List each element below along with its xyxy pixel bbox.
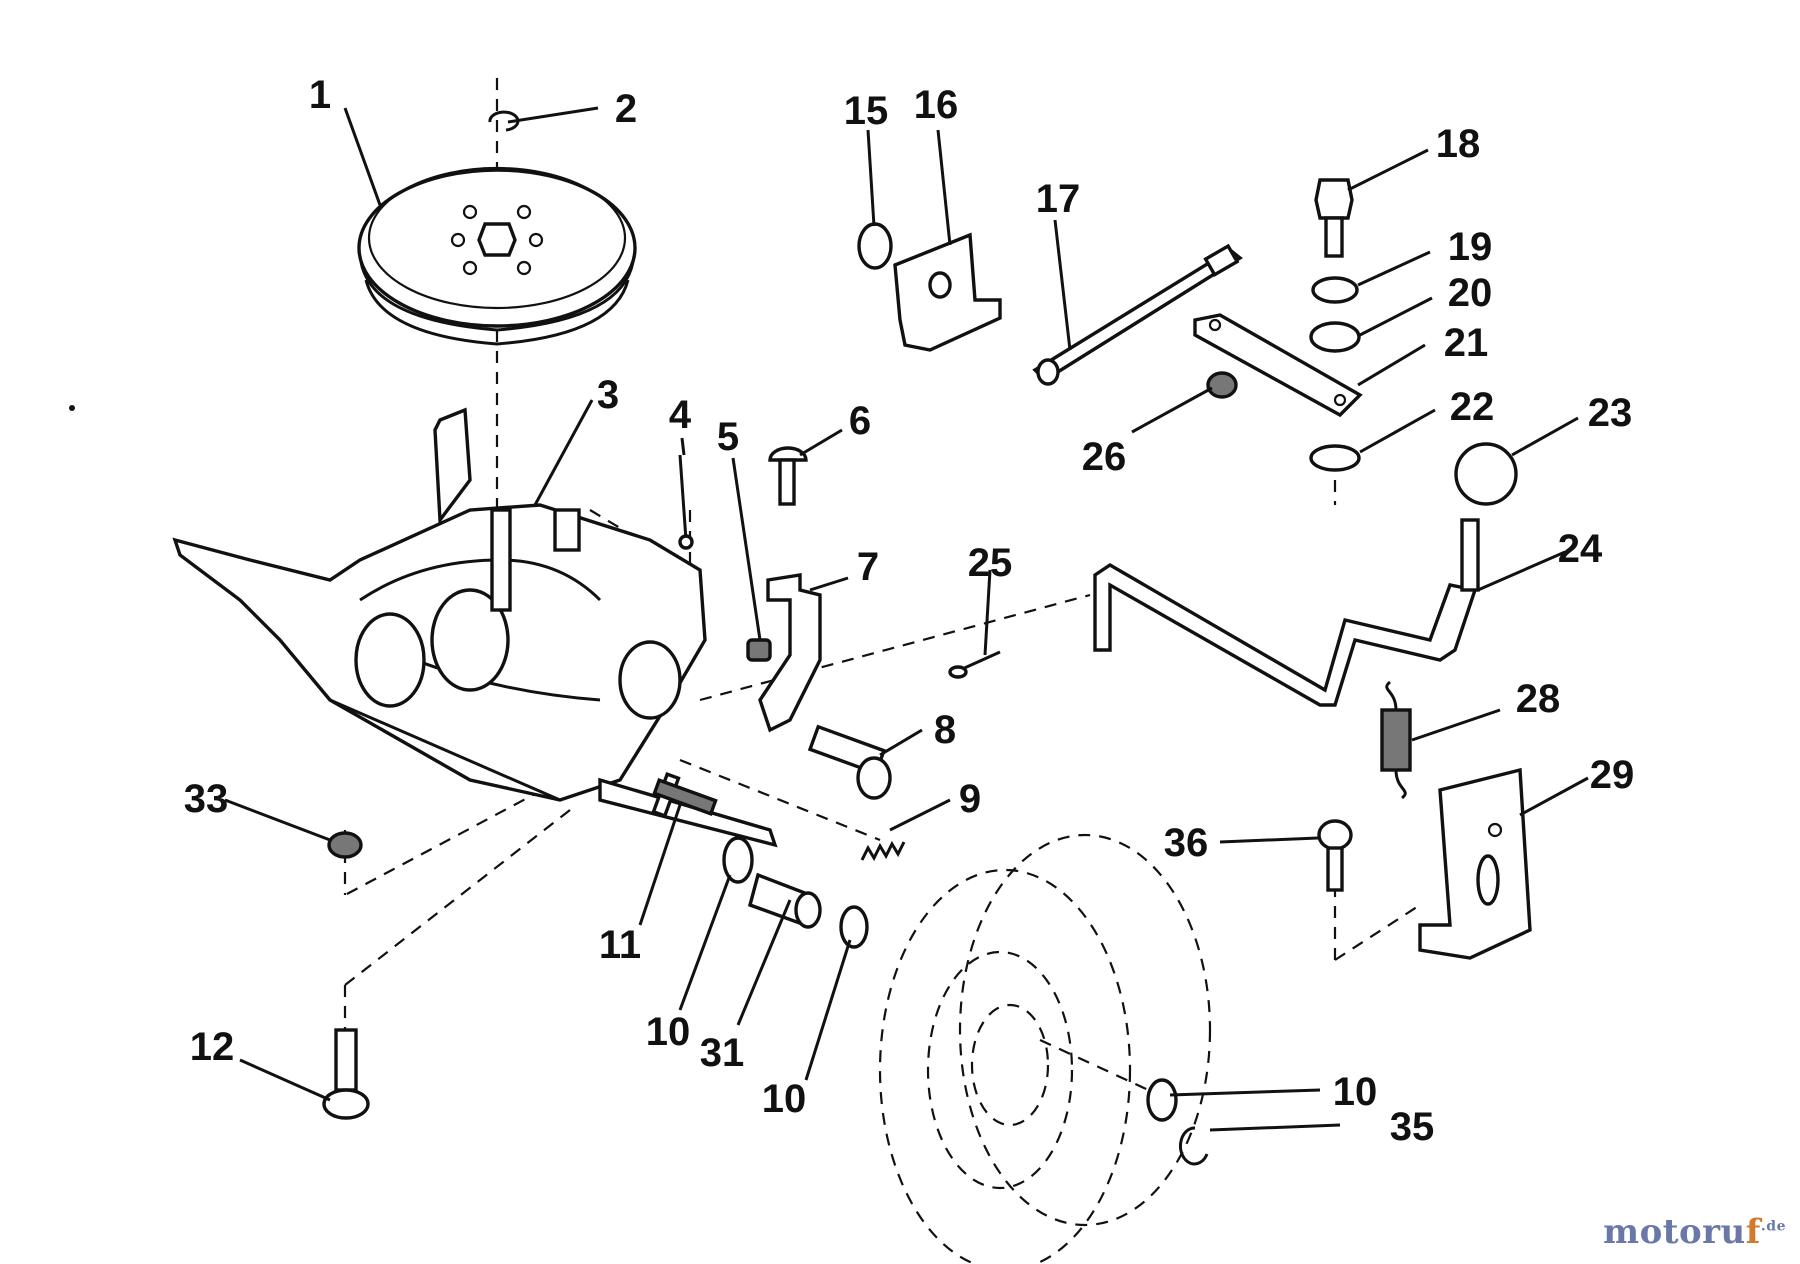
callout-28: 28 (1516, 677, 1561, 721)
e-clip (488, 110, 520, 132)
callout-10c: 10 (1333, 1070, 1378, 1114)
washer-19 (1311, 276, 1359, 304)
rear-wheel (878, 833, 1212, 1264)
carriage-bolt-6 (768, 446, 808, 506)
shift-lever-24 (1093, 518, 1480, 707)
speck (69, 405, 75, 411)
callout-26: 26 (1082, 435, 1127, 479)
bolt-12 (322, 1028, 370, 1120)
bracket-16 (893, 232, 1002, 352)
lockwasher-20 (1309, 321, 1361, 353)
bolt-36 (1317, 819, 1353, 892)
nut-26 (1206, 371, 1238, 399)
callout-16: 16 (914, 83, 959, 127)
callout-20: 20 (1448, 271, 1493, 315)
callout-36: 36 (1164, 821, 1209, 865)
washer-15 (857, 222, 893, 270)
washer-10a (722, 836, 754, 884)
callout-29: 29 (1590, 753, 1635, 797)
cotter-pin-25 (948, 650, 1001, 679)
watermark-accent: f (1745, 1212, 1761, 1252)
link-21 (1193, 313, 1363, 418)
washer-10c (1146, 1078, 1178, 1122)
shoulder-bolt-8 (807, 724, 892, 800)
callout-8: 8 (934, 708, 956, 752)
washer-22 (1309, 444, 1361, 472)
callout-10b: 10 (762, 1077, 807, 1121)
callout-15: 15 (844, 89, 889, 133)
bracket-7 (758, 573, 822, 733)
callout-4: 4 (669, 393, 692, 437)
nut-5 (746, 638, 772, 662)
callout-17: 17 (1036, 177, 1081, 221)
callout-19: 19 (1448, 225, 1493, 269)
callout-23: 23 (1588, 391, 1633, 435)
callout-5: 5 (717, 415, 739, 459)
callout-2: 2 (615, 87, 637, 131)
callout-22: 22 (1450, 385, 1495, 429)
callout-labels: 1 2 3 4 5 6 7 8 9 11 10 31 10 10 35 12 3… (184, 73, 1635, 1149)
watermark-prefix: motoru (1603, 1212, 1746, 1252)
transaxle-housing (172, 407, 778, 848)
bolt-18 (1314, 178, 1354, 258)
watermark-suffix: .de (1760, 1218, 1786, 1235)
callout-18: 18 (1436, 122, 1481, 166)
callout-35: 35 (1390, 1105, 1435, 1149)
knob-23 (1454, 442, 1518, 506)
callout-12: 12 (190, 1025, 235, 1069)
shift-detent (678, 454, 694, 550)
spring-28 (1380, 680, 1412, 800)
watermark-logo: motoruf.de (1603, 1212, 1786, 1252)
pulley (357, 166, 637, 346)
callout-1: 1 (309, 73, 331, 117)
callout-21: 21 (1444, 321, 1489, 365)
callout-33: 33 (184, 777, 229, 821)
shift-rod-17 (1032, 243, 1243, 386)
spring-9 (860, 840, 906, 862)
callout-25: 25 (968, 541, 1013, 585)
spacer-31 (747, 872, 822, 929)
callout-3: 3 (597, 373, 619, 417)
nut-33 (327, 831, 363, 859)
callout-9: 9 (959, 777, 981, 821)
callout-7: 7 (857, 545, 879, 589)
leader-lines (224, 106, 1589, 1132)
callout-24: 24 (1558, 527, 1603, 571)
callout-6: 6 (849, 399, 871, 443)
callout-11: 11 (599, 923, 641, 967)
callout-10a: 10 (646, 1010, 691, 1054)
axle-key-11 (652, 777, 718, 817)
bracket-29 (1418, 767, 1532, 960)
callout-31: 31 (700, 1031, 745, 1075)
e-clip-35 (1178, 1126, 1209, 1166)
washer-10b (839, 905, 869, 949)
